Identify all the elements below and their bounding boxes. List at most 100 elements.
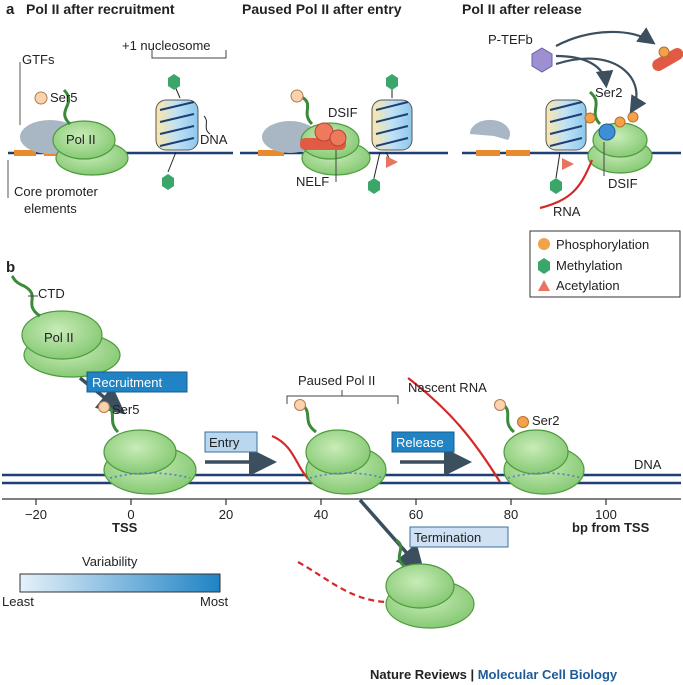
x-axis-tick-label: 100 [595, 507, 617, 522]
core-promoter-label-1: Core promoter [14, 184, 98, 199]
x-axis-tick-label: 0 [127, 507, 134, 522]
ptefb-arrow [555, 27, 656, 47]
nucleosome [155, 99, 199, 151]
pol2-shape [503, 429, 569, 475]
legend-box [529, 230, 681, 298]
methyl-mark [368, 178, 380, 194]
dsif2-label: DSIF [608, 176, 638, 191]
footer: Nature Reviews | Molecular Cell Biology [370, 667, 618, 682]
acetyl-mark [386, 156, 398, 168]
dsif-shape [329, 129, 347, 147]
acetyl-mark [562, 158, 574, 170]
x-axis-tick-label: 60 [409, 507, 423, 522]
histone-tail [167, 151, 177, 173]
ser5-phospho [494, 399, 506, 411]
footer-subjournal: Molecular Cell Biology [478, 667, 618, 682]
release-label: Release [396, 435, 444, 450]
ser5-phospho [98, 401, 110, 413]
dna-label-a: DNA [200, 132, 228, 147]
panel-b-label: b [6, 259, 15, 276]
pol2-shape [305, 429, 371, 475]
core-promoter-element [506, 150, 530, 156]
x-axis-tick-label: 80 [504, 507, 518, 522]
rna-strand [539, 159, 594, 210]
ctd-tail [395, 538, 406, 568]
core-promoter-label-2: elements [24, 201, 77, 216]
core-promoter-element [476, 150, 500, 156]
nelf-label: NELF [296, 174, 329, 189]
ser5-phospho [290, 89, 304, 103]
variability-most: Most [200, 594, 229, 609]
entry-label: Entry [209, 435, 240, 450]
pol2-dna-path [309, 472, 385, 479]
x-axis-tick-label: −20 [25, 507, 47, 522]
panel-a-label: a [6, 1, 15, 18]
gtfs-shape [469, 119, 510, 140]
ser2-label-b: Ser2 [532, 413, 559, 428]
entry-box [204, 431, 258, 453]
ptefb-arrow [555, 54, 614, 89]
pol2-label-b: Pol II [44, 330, 74, 345]
methyl-mark [386, 74, 398, 90]
nascent-label: Nascent RNA [408, 380, 487, 395]
ser2-label-a: Ser2 [595, 85, 622, 100]
paused-label: Paused Pol II [298, 373, 375, 388]
tss-label: TSS [112, 520, 138, 535]
nucleosome [371, 99, 413, 151]
release-box [391, 431, 455, 453]
termination-label: Termination [414, 530, 481, 545]
legend-acetyl-icon [538, 280, 550, 291]
ptefb-label: P-TEFb [488, 32, 533, 47]
core-promoter-element [258, 150, 284, 156]
phospho-mark [614, 116, 626, 128]
pol2-dna-path [109, 472, 191, 479]
pol2-label: Pol II [66, 132, 96, 147]
ser5-label-b: Ser5 [112, 402, 139, 417]
recruitment-box [86, 371, 188, 393]
nucleosome-dna-wrap [375, 101, 409, 147]
ptefb-shape [531, 47, 553, 73]
legend-methyl-label: Methylation [556, 258, 622, 273]
methyl-mark [162, 174, 174, 190]
termination-arrow [358, 498, 425, 574]
recruitment-label: Recruitment [92, 375, 162, 390]
ptefb-arrow [555, 57, 647, 114]
ser5-phospho [34, 91, 48, 105]
nucleosome-label: +1 nucleosome [122, 38, 211, 53]
nucleosome-bracket [151, 50, 227, 59]
termination-box [409, 526, 509, 548]
pol2-shape [21, 310, 103, 360]
histone-tail [373, 151, 381, 179]
dsif-shape [598, 123, 616, 141]
gtfs-label: GTFs [22, 52, 55, 67]
rna-label: RNA [553, 204, 581, 219]
ser5-label: Ser5 [50, 90, 77, 105]
ctd-tail [10, 274, 41, 318]
variability-label: Variability [82, 554, 138, 569]
col2-title: Paused Pol II after entry [242, 1, 402, 17]
dna-label-b: DNA [634, 457, 662, 472]
legend-methyl-icon [538, 258, 550, 274]
nucleosome-dna-wrap [549, 101, 583, 147]
legend-phospho-label: Phosphorylation [556, 237, 649, 252]
footer-separator: | [467, 667, 478, 682]
nucleosome-dna-wrap [159, 101, 195, 147]
ctd-tail [62, 88, 72, 126]
phospho-mark [627, 111, 639, 123]
methyl-mark [168, 74, 180, 90]
axis-unit-label: bp from TSS [572, 520, 650, 535]
legend-phospho-icon [538, 238, 550, 250]
ser5-phospho [294, 399, 306, 411]
footer-journal: Nature Reviews [370, 667, 467, 682]
nascent-rna [407, 377, 501, 483]
x-axis-tick-label: 20 [219, 507, 233, 522]
legend-acetyl-label: Acetylation [556, 278, 620, 293]
ctd-label: CTD [38, 286, 65, 301]
released-rna [297, 561, 387, 604]
col1-title: Pol II after recruitment [26, 1, 175, 17]
variability-scale [19, 573, 221, 593]
histone-tail [555, 151, 561, 179]
dsif-label: DSIF [328, 105, 358, 120]
pol2-shape [385, 563, 455, 609]
